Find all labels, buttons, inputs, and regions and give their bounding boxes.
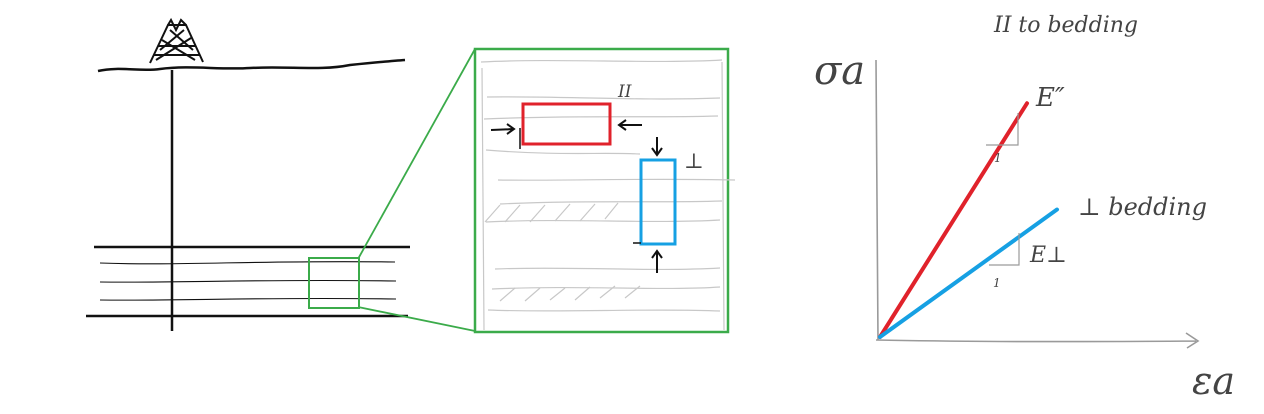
parallel-symbol: II (617, 82, 632, 102)
e-parallel-label: E″ (1035, 83, 1065, 113)
parallel-line (878, 101, 1029, 339)
perpendicular-line (878, 207, 1059, 339)
perpendicular-sample (639, 158, 677, 246)
stress-strain-plot: σa εa 1 E″ II to bedding 1 E⊥ ⊥ bedding (814, 13, 1235, 403)
arrow-icon (490, 123, 516, 135)
arrow-icon (651, 137, 663, 157)
zoom-connector-top (357, 48, 476, 260)
zoom-area-box (308, 257, 360, 309)
y-axis-label: σa (814, 48, 865, 94)
magnified-core-view: II ⊥ (473, 47, 736, 334)
parallel-sample (521, 102, 612, 146)
perpendicular-symbol: ⊥ (684, 149, 704, 173)
ground-surface (97, 58, 406, 73)
perpendicular-slope-triangle (989, 233, 1020, 266)
e-perp-label: E⊥ (1029, 243, 1067, 268)
drilling-rig-icon (149, 17, 204, 64)
perp-title: ⊥ bedding (1078, 193, 1207, 221)
x-axis (875, 332, 1200, 349)
bedding-lines (99, 261, 397, 301)
parallel-unit-run: 1 (994, 151, 1002, 165)
x-axis-label: εa (1192, 359, 1235, 403)
parallel-title: II to bedding (993, 13, 1138, 38)
well-cross-section (86, 17, 476, 332)
perp-unit-run: 1 (993, 276, 1001, 290)
zoom-panel (473, 47, 730, 334)
arrow-icon (651, 249, 663, 273)
y-axis (875, 59, 879, 341)
zoom-connector-bottom (357, 306, 476, 332)
core-bedding-sketch (480, 59, 736, 331)
arrow-icon (617, 119, 642, 131)
parallel-slope-triangle (986, 113, 1019, 146)
